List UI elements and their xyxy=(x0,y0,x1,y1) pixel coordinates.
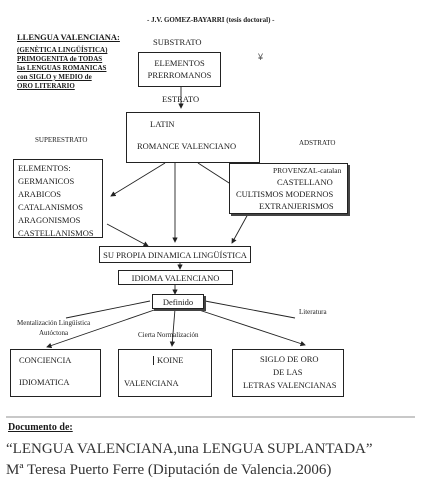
dinamica-label: SU PROPIA DINAMICA LINGÜÍSTICA xyxy=(103,250,247,260)
definido-label: Definido xyxy=(162,297,194,307)
box-siglo-de-oro: SIGLO DE ORO DE LAS LETRAS VALENCIANAS xyxy=(232,349,344,397)
left-desc-5: ORO LITERARIO xyxy=(17,82,75,90)
label-literatura: Literatura xyxy=(299,308,327,316)
elementos-line-5: ARAGONISMOS xyxy=(18,215,81,225)
provenzal-label: PROVENZAL-catalan xyxy=(273,166,342,175)
adstrato-item-2: CULTISMOS MODERNOS xyxy=(236,189,334,199)
label-substrato: SUBSTRATO xyxy=(153,37,202,47)
box-elementos-prerromanos: ELEMENTOS PRERROMANOS xyxy=(138,52,221,87)
elementos-line-1: ELEMENTOS: xyxy=(18,163,71,173)
box-dinamica: SU PROPIA DINAMICA LINGÜÍSTICA xyxy=(99,246,251,263)
elementos-line-2: GERMANICOS xyxy=(18,176,75,186)
koine-line-2: VALENCIANA xyxy=(124,378,179,388)
prerromanos-line-2: PRERROMANOS xyxy=(147,70,212,80)
left-desc-1: (GENÈTICA LINGÜÍSTICA) xyxy=(17,46,108,54)
label-adstrato: ADSTRATO xyxy=(299,139,336,147)
label-mentalizacion-2: Autóctona xyxy=(39,329,69,337)
siglo-line-3: LETRAS VALENCIANAS xyxy=(243,380,337,390)
latin-label: LATIN xyxy=(150,119,175,129)
romance-label: ROMANCE VALENCIANO xyxy=(137,141,237,151)
box-latin-romance: LATIN ROMANCE VALENCIANO xyxy=(126,112,260,163)
label-cierta-normalizacion: Cierta Normalización xyxy=(138,331,199,339)
label-superestrato: SUPERESTRATO xyxy=(35,136,88,144)
left-desc-3: las LENGUAS ROMANICAS xyxy=(17,64,107,72)
left-desc-4: con SIGLO y MEDIO de xyxy=(17,73,92,81)
left-desc-2: PRIMOGENITA de TODAS xyxy=(17,55,103,63)
koine-line-1: KOINE xyxy=(153,356,183,365)
label-estrato: ESTRATO xyxy=(162,94,200,104)
left-title: LLENGUA VALENCIANA: xyxy=(17,32,120,42)
box-idioma: IDIOMA VALENCIANO xyxy=(118,270,233,285)
siglo-line-1: SIGLO DE ORO xyxy=(260,354,319,364)
footer-author: Mª Teresa Puerto Ferre (Diputación de Va… xyxy=(6,462,332,478)
box-adstrato: PROVENZAL-catalan CASTELLANO CULTISMOS M… xyxy=(229,163,348,214)
footer-title: “LENGUA VALENCIANA,una LENGUA SUPLANTADA… xyxy=(6,441,373,457)
conciencia-line-2: IDIOMATICA xyxy=(19,377,70,387)
footer-doc-label: Documento de: xyxy=(8,422,73,433)
siglo-line-2: DE LAS xyxy=(273,367,303,377)
adstrato-item-1: CASTELLANO xyxy=(277,177,333,187)
elementos-line-4: CATALANISMOS xyxy=(18,202,83,212)
label-mentalizacion-1: Mentalización Lingüística xyxy=(17,319,91,327)
prerromanos-line-1: ELEMENTOS xyxy=(154,58,205,68)
box-definido: Definido xyxy=(152,294,204,309)
box-elementos-superestrato: ELEMENTOS: GERMANICOS ARABICOS CATALANIS… xyxy=(13,159,103,238)
conciencia-line-1: CONCIENCIA xyxy=(19,355,72,365)
box-koine: KOINE VALENCIANA xyxy=(118,349,212,397)
svg-text:¥: ¥ xyxy=(257,52,264,62)
elementos-line-6: CASTELLANISMOS xyxy=(18,228,94,238)
adstrato-item-3: EXTRANJERISMOS xyxy=(259,201,334,211)
elementos-line-3: ARABICOS xyxy=(18,189,61,199)
box-conciencia: CONCIENCIA IDIOMATICA xyxy=(10,349,101,397)
header-credit: - J.V. GOMEZ-BAYARRI (tesis doctoral) - xyxy=(147,16,275,24)
idioma-label: IDIOMA VALENCIANO xyxy=(131,273,220,283)
